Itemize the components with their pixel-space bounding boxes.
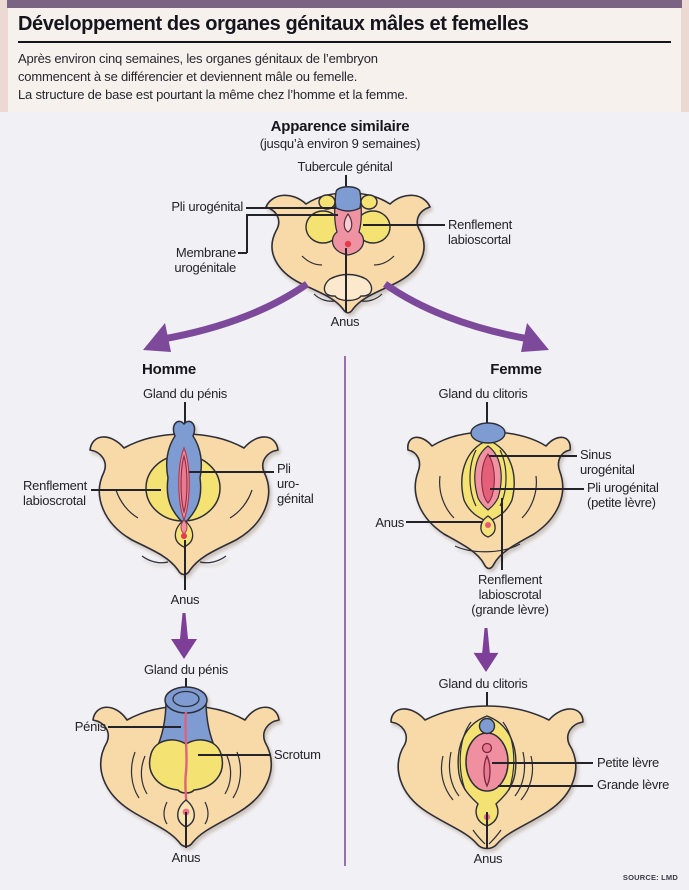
embryo-diagram (265, 186, 431, 314)
male-stage3-diagram (92, 686, 280, 848)
genital-tubercle-blue (334, 186, 362, 212)
label-pli-urogenital: Pli urogénital (171, 199, 243, 214)
anus-dot (181, 533, 187, 539)
arrow-to-male (162, 281, 310, 343)
male-s3-anus-line (185, 812, 187, 848)
top-accent-bar (7, 0, 682, 8)
anus-dot (485, 522, 491, 528)
label-female-s3-anus: Anus (473, 851, 503, 866)
arrow-to-female-head (521, 323, 549, 352)
down-arrow-shape (473, 628, 499, 672)
label-male-s3-anus: Anus (171, 850, 201, 865)
female-s2-renflement-line (501, 498, 503, 570)
membrane-elbow-vertical (246, 214, 248, 253)
raphe-line (184, 711, 188, 807)
urogenital-groove-inner (180, 453, 188, 515)
anus-dot (344, 240, 352, 248)
label-female-s3-grande: Grande lèvre (597, 777, 670, 792)
label-female-s3-gland: Gland du clitoris (438, 676, 528, 691)
skin-fold-lines (301, 255, 395, 302)
label-male-s3-penis: Pénis (74, 719, 107, 734)
outer-fold-lines (459, 721, 515, 791)
arrow-to-male-head (143, 323, 171, 352)
intro-line-2: commencent à se différencier et devienne… (18, 69, 358, 84)
anus-pointer-line-stage1 (345, 248, 347, 312)
label-female-s2-gland: Gland du clitoris (438, 386, 528, 401)
female-s3-anus-line (486, 812, 488, 848)
label-female-s2-renflement: Renflement labioscrotal (grande lèvre) (471, 572, 549, 617)
arrow-to-female (382, 281, 530, 343)
male-s3-scrotum-line (198, 754, 271, 756)
intro-line-1: Après environ cinq semaines, les organes… (18, 51, 378, 66)
female-s2-sinus-line (489, 455, 577, 457)
label-male-s2-gland: Gland du pénis (143, 386, 227, 401)
column-divider (344, 356, 346, 866)
label-renflement-labioscortal: Renflement labioscortal (448, 217, 512, 247)
right-page-edge (681, 0, 689, 112)
female-down-arrow (473, 628, 499, 672)
male-s2-gland-line (184, 402, 186, 424)
clitoris-tubercle-blue (470, 422, 506, 444)
skin-fold-lines (440, 751, 534, 845)
header-band (0, 0, 689, 112)
diverge-arrows (143, 281, 549, 352)
label-female-s2-pli: Pli urogénital (petite lèvre) (587, 480, 659, 510)
female-s2-anus-line (406, 521, 482, 523)
tubercule-pointer-line (345, 175, 347, 189)
label-female-s3-petite: Petite lèvre (597, 755, 660, 770)
male-heading: Homme (141, 361, 196, 378)
label-male-s3-gland: Gland du pénis (144, 662, 228, 677)
urogenital-membrane-shape (343, 212, 353, 233)
male-s2-anus-line (184, 540, 186, 590)
male-s2-renflement-line (91, 489, 161, 491)
label-female-s2-anus: Anus (375, 515, 404, 530)
male-down-arrow (171, 613, 197, 659)
label-membrane-urogenitale: Membrane urogénitale (174, 245, 236, 275)
male-s2-pli-line (189, 471, 274, 473)
pli-pointer-line (246, 207, 336, 209)
renflement-pointer-line (363, 224, 445, 226)
female-s3-gland-line (486, 692, 488, 716)
female-s2-gland-line (486, 402, 488, 425)
glans-inner-ring (172, 690, 200, 708)
label-male-s3-scrotum: Scrotum (274, 747, 321, 762)
urogenital-sinus-inner (481, 453, 495, 504)
title-rule (18, 41, 671, 43)
label-male-s2-anus: Anus (170, 592, 200, 607)
labioscrotal-swellings (305, 194, 391, 244)
skin-fold-lines (130, 751, 242, 844)
membrane-elbow-horizontal (238, 252, 247, 254)
vaginal-slit (483, 754, 491, 788)
intro-text: Après environ cinq semaines, les organes… (18, 50, 408, 104)
male-s3-penis-line (108, 726, 181, 728)
female-heading: Femme (490, 361, 542, 378)
source-credit: SOURCE: LMD (622, 873, 678, 882)
stage1-heading: Apparence similaire (270, 118, 410, 135)
female-s3-petite-line (492, 762, 593, 764)
female-stage3-diagram (390, 705, 584, 850)
urethral-opening (481, 742, 493, 754)
label-female-s2-sinus: Sinus urogénital (580, 447, 635, 477)
anal-region-outline (323, 273, 373, 302)
page-title: Développement des organes génitaux mâles… (18, 13, 529, 35)
skin-fold-lines (115, 489, 253, 564)
label-male-s2-pli: Pli uro- génital (277, 461, 314, 506)
label-anus-stage1: Anus (330, 314, 360, 329)
membrane-pointer-line (246, 214, 338, 216)
down-arrow-shape (171, 613, 197, 659)
female-s3-grande-line (498, 785, 593, 787)
clitoris-blue (478, 717, 496, 735)
label-tubercule-genital: Tubercule génital (297, 159, 393, 174)
male-stage2-diagram (89, 420, 279, 576)
female-stage2-diagram (407, 422, 571, 570)
female-s2-pli-line (490, 488, 584, 490)
stage1-subheading: (jusqu’à environ 9 semaines) (259, 136, 421, 151)
intro-line-3: La structure de base est pourtant la mêm… (18, 87, 408, 102)
label-male-s2-renflement: Renflement labioscrotal (23, 478, 87, 508)
left-page-edge (0, 0, 8, 112)
skin-fold-lines (439, 475, 537, 553)
